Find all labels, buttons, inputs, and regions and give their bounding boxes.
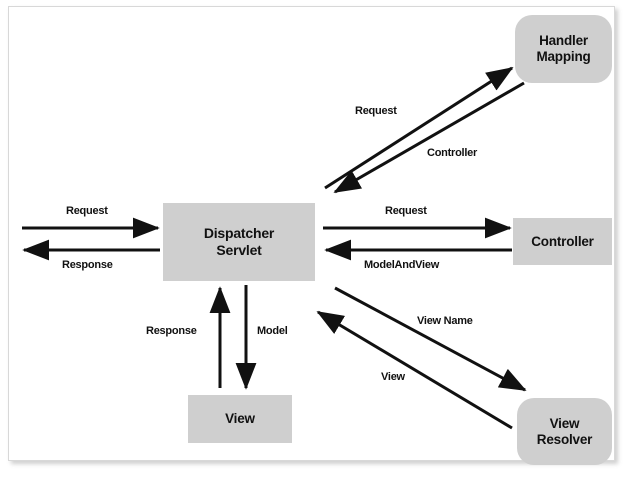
edge-hm-request-arrow (324, 66, 514, 190)
node-controller-label: Controller (531, 233, 594, 249)
node-view-label: View (225, 411, 255, 427)
edge-label-view-response: Response (146, 325, 197, 337)
edge-label-hm-request: Request (355, 105, 397, 117)
node-controller[interactable]: Controller (513, 218, 612, 265)
node-handler-mapping-line2: Mapping (536, 49, 591, 64)
node-dispatcher-servlet[interactable]: Dispatcher Servlet (163, 203, 315, 281)
edge-label-vr-view: View (381, 371, 405, 383)
edge-label-ctrl-request: Request (385, 205, 427, 217)
edge-label-hm-controller: Controller (427, 147, 478, 159)
node-dispatcher-servlet-line2: Servlet (216, 242, 262, 258)
node-handler-mapping[interactable]: Handler Mapping (515, 15, 612, 83)
edge-label-view-model: Model (257, 325, 288, 337)
edge-vr-view-name-arrow (334, 286, 527, 392)
node-view-resolver-line2: Resolver (536, 431, 593, 447)
edge-hm-controller-arrow (333, 81, 525, 194)
edge-label-client-request: Request (66, 205, 108, 217)
node-handler-mapping-line1: Handler (539, 33, 588, 49)
edge-label-vr-view-name: View Name (417, 315, 473, 327)
edge-label-ctrl-modelandview: ModelAndView (364, 259, 440, 271)
node-dispatcher-servlet-line1: Dispatcher (203, 225, 275, 242)
edge-label-client-response: Response (62, 259, 113, 271)
node-view-resolver-line1: View (549, 415, 580, 431)
node-view[interactable]: View (188, 395, 292, 443)
node-view-resolver[interactable]: View Resolver (517, 398, 612, 465)
edge-vr-view-arrow (316, 310, 513, 430)
